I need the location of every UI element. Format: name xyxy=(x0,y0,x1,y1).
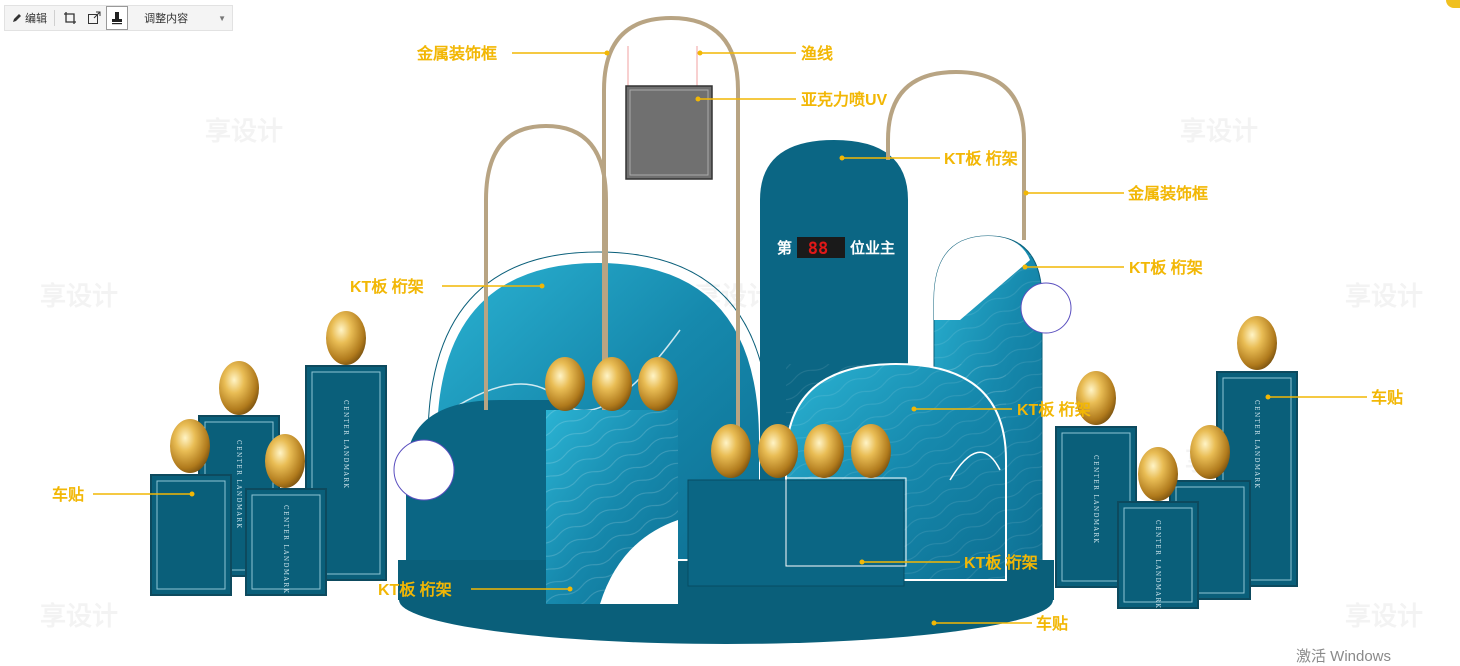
right-panel-group: CENTER LANDMARK CENTER LANDMARK CENTER L… xyxy=(1055,371,1298,609)
toolbar-divider xyxy=(54,10,55,26)
golden-egg xyxy=(545,357,585,411)
owner-counter: 第 88 位业主 xyxy=(777,237,895,259)
panel-left-small-frame xyxy=(251,494,321,590)
external-open-button[interactable] xyxy=(82,7,106,29)
watermark-text: 享设计 xyxy=(1345,601,1423,632)
left-dome-outline xyxy=(427,251,771,560)
white-disc-left xyxy=(393,439,455,501)
label-fishing-line: 渔线 xyxy=(801,44,833,63)
golden-egg xyxy=(170,419,210,473)
panel-text: CENTER LANDMARK xyxy=(342,400,349,489)
label-kt-truss-bottom-center: KT板 桁架 xyxy=(964,553,1038,572)
label-metal-frame-left: 金属装饰框 xyxy=(416,44,497,63)
golden-egg xyxy=(1237,316,1277,370)
center-arch-line xyxy=(949,451,1001,481)
golden-egg xyxy=(265,434,305,488)
panel-left-tall-frame xyxy=(311,371,381,575)
golden-egg xyxy=(1138,447,1178,501)
golden-egg xyxy=(219,361,259,415)
golden-eggs xyxy=(170,311,1277,501)
edit-label: 编辑 xyxy=(25,13,47,25)
label-metal-frame-right: 金属装饰框 xyxy=(1127,184,1208,203)
panel-right-front xyxy=(1117,501,1199,609)
label-kt-truss-left: KT板 桁架 xyxy=(350,277,424,296)
panel-text: CENTER LANDMARK xyxy=(1253,400,1260,489)
panel-left-front-frame xyxy=(156,480,226,590)
left-low-block xyxy=(406,400,560,580)
watermark-text: 享设计 xyxy=(40,281,118,312)
white-disc-right xyxy=(1020,282,1072,334)
counter-display xyxy=(797,237,845,258)
metal-frame-right-arch xyxy=(886,69,1026,240)
pencil-icon xyxy=(9,10,25,26)
golden-egg xyxy=(758,424,798,478)
label-kt-truss-right-arch: KT板 桁架 xyxy=(1129,258,1203,277)
counter-suffix: 位业主 xyxy=(850,239,895,257)
golden-egg xyxy=(1076,371,1116,425)
metal-frame-center-arch xyxy=(602,15,740,440)
stamp-icon xyxy=(109,10,125,26)
watermark-text: 享设计 xyxy=(40,601,118,632)
acrylic-sign-inner xyxy=(629,89,709,176)
watermark-text: 享设计 xyxy=(205,116,283,147)
panel-left-small xyxy=(245,488,327,596)
watermark-text: 享设计 xyxy=(1180,116,1258,147)
golden-egg xyxy=(804,424,844,478)
stamp-button[interactable] xyxy=(106,6,128,30)
editor-toolbar: 编辑 调整内容 ▼ xyxy=(4,5,233,31)
windows-activation-notice: 激活 Windows xyxy=(1296,648,1392,665)
edit-button[interactable]: 编辑 xyxy=(5,7,51,29)
external-link-icon xyxy=(86,10,102,26)
crop-icon xyxy=(62,10,78,26)
panel-text: CENTER LANDMARK xyxy=(282,505,289,594)
right-arch-cutout xyxy=(934,236,1030,320)
crop-button[interactable] xyxy=(58,7,82,29)
label-kt-truss-top-right: KT板 桁架 xyxy=(944,149,1018,168)
golden-egg xyxy=(326,311,366,365)
center-wave-cutout xyxy=(600,520,678,604)
callout-labels: 金属装饰框 渔线 亚克力喷UV KT板 桁架 金属装饰框 KT板 桁架 KT板 … xyxy=(52,44,1403,633)
label-sticker-base: 车贴 xyxy=(1036,614,1068,633)
acrylic-sign xyxy=(625,85,713,180)
label-kt-truss-bottom-left: KT板 桁架 xyxy=(378,580,452,599)
golden-egg xyxy=(1190,425,1230,479)
label-kt-truss-center-arch: KT板 桁架 xyxy=(1017,400,1091,419)
counter-digits: 88 xyxy=(808,239,828,259)
panel-text: CENTER LANDMARK xyxy=(1092,455,1099,544)
callout-leaders xyxy=(93,52,1367,624)
panel-right-tall-frame xyxy=(1222,377,1292,581)
golden-egg xyxy=(851,424,891,478)
adjust-content-label: 调整内容 xyxy=(144,13,189,25)
label-sticker-left: 车贴 xyxy=(52,485,84,504)
watermark-text: 享设计 xyxy=(1345,281,1423,312)
chevron-down-icon: ▼ xyxy=(218,13,226,23)
panel-right-front-frame xyxy=(1123,507,1193,603)
callout-dots xyxy=(189,50,1271,626)
label-sticker-right: 车贴 xyxy=(1371,388,1403,407)
golden-egg xyxy=(711,424,751,478)
golden-egg xyxy=(638,357,678,411)
center-front-block xyxy=(687,479,905,587)
counter-prefix: 第 xyxy=(777,239,792,257)
corner-badge-icon xyxy=(1446,0,1460,8)
adjust-content-dropdown[interactable]: 调整内容 ▼ xyxy=(132,10,232,26)
panel-text: CENTER LANDMARK xyxy=(235,440,242,529)
panel-text: CENTER LANDMARK xyxy=(1154,520,1161,609)
selection-box xyxy=(785,477,907,567)
left-panel-group: CENTER LANDMARK CENTER LANDMARK CENTER L… xyxy=(150,365,387,596)
left-low-base xyxy=(398,560,558,580)
label-acrylic-uv: 亚克力喷UV xyxy=(801,90,888,109)
golden-egg xyxy=(592,357,632,411)
